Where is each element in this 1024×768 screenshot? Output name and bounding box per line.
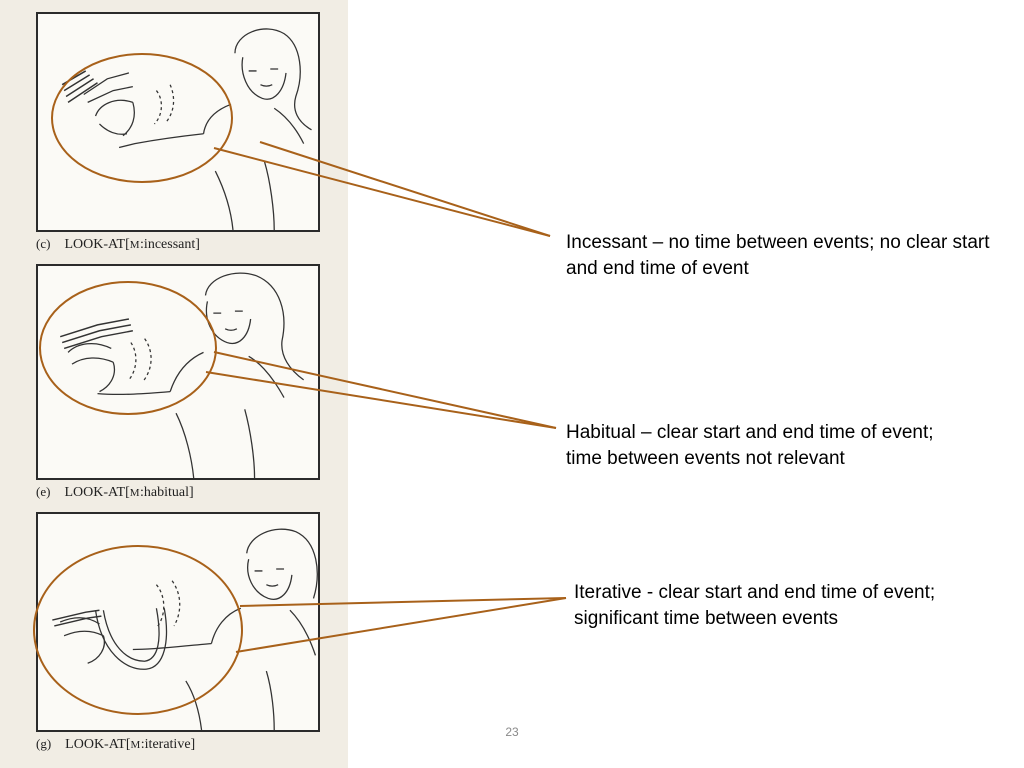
description-incessant: Incessant – no time between events; no c… [566,232,990,279]
figure-panel-incessant [36,12,320,232]
modulation-label: :incessant] [140,237,200,252]
description-habitual: Habitual – clear start and end time of e… [566,422,934,469]
figure-letter: (e) [36,484,51,499]
figure-panel-habitual [36,264,320,480]
sign-gloss: LOOK-AT [65,737,126,752]
bracket-open: [ [125,737,131,752]
slide-number: 23 [505,725,519,739]
figure-letter: (g) [36,736,52,751]
figure-panel-iterative [36,512,320,732]
figure-caption-iterative: (g) LOOK-AT[M:iterative] [36,736,195,753]
sign-gloss: LOOK-AT [64,237,126,252]
signer-look-at-iterative-icon [52,528,318,730]
bracket-open: [ [125,237,130,252]
sign-gloss: LOOK-AT [64,485,126,500]
modulation-label: :habitual] [140,485,194,500]
modulation-prefix: M [129,239,141,251]
figure-caption-incessant: (c) LOOK-AT[M:incessant] [36,236,200,253]
signer-look-at-incessant-icon [61,28,312,230]
figure-letter: (c) [36,236,51,251]
description-iterative: Iterative - clear start and end time of … [574,582,936,629]
modulation-prefix: M [129,487,141,499]
signer-look-at-habitual-icon [60,272,305,478]
figure-caption-habitual: (e) LOOK-AT[M:habitual] [36,484,194,501]
modulation-label: :iterative] [140,737,196,752]
modulation-prefix: M [130,739,141,751]
bracket-open: [ [125,485,130,500]
